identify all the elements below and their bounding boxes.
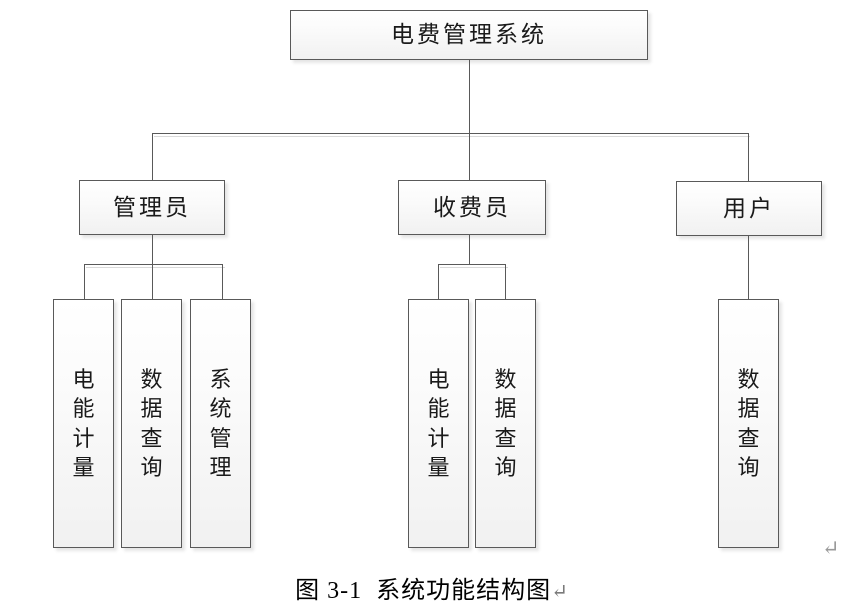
node-leaf-collector-metering[interactable]: 电能计量 [408,299,469,548]
connector-admin-drop-2 [152,264,153,299]
connector-collector-bus [438,264,506,265]
node-level2-admin-label: 管理员 [113,194,191,220]
node-leaf-collector-metering-label: 电能计量 [427,366,450,480]
connector-collector-drop-1 [438,264,439,299]
node-leaf-admin-query[interactable]: 数据查询 [121,299,182,548]
connector-main-bus-shadow [154,136,750,137]
node-leaf-admin-sysmgmt[interactable]: 系统管理 [190,299,251,548]
node-level2-user-label: 用户 [723,195,775,221]
node-leaf-collector-query-label: 数据查询 [494,366,517,480]
connector-admin-bus-shadow [86,267,225,268]
connector-admin-drop-1 [84,264,85,299]
figure-caption-text: 系统功能结构图 [376,578,552,604]
connector-admin-stem [152,235,153,264]
connector-collector-stem [469,235,470,264]
node-leaf-user-query-label: 数据查询 [737,366,760,480]
node-level2-admin[interactable]: 管理员 [79,180,225,235]
node-leaf-admin-metering-label: 电能计量 [72,366,95,480]
connector-drop-admin [152,133,153,180]
connector-user-stem [748,236,749,299]
figure-caption: 图 3-1 系统功能结构图↵ [0,570,864,605]
connector-collector-drop-2 [505,264,506,299]
node-leaf-admin-sysmgmt-label: 系统管理 [209,366,232,480]
paragraph-return-icon: ↵ [822,536,840,560]
connector-root-stem [469,60,470,133]
node-leaf-user-query[interactable]: 数据查询 [718,299,779,548]
node-level2-collector[interactable]: 收费员 [398,180,546,235]
caption-return-icon: ↵ [551,581,569,603]
connector-admin-drop-3 [222,264,223,299]
connector-collector-bus-shadow [440,267,508,268]
connector-drop-collector [469,133,470,180]
node-leaf-collector-query[interactable]: 数据查询 [475,299,536,548]
node-root-label: 电费管理系统 [391,22,547,48]
connector-admin-bus [84,264,223,265]
node-leaf-admin-metering[interactable]: 电能计量 [53,299,114,548]
figure-caption-number: 图 3-1 [295,578,363,604]
node-level2-collector-label: 收费员 [433,194,511,220]
node-level2-user[interactable]: 用户 [676,181,822,236]
connector-drop-user [748,133,749,181]
node-leaf-admin-query-label: 数据查询 [140,366,163,480]
connector-main-bus [152,133,748,134]
node-root-system[interactable]: 电费管理系统 [290,10,648,60]
